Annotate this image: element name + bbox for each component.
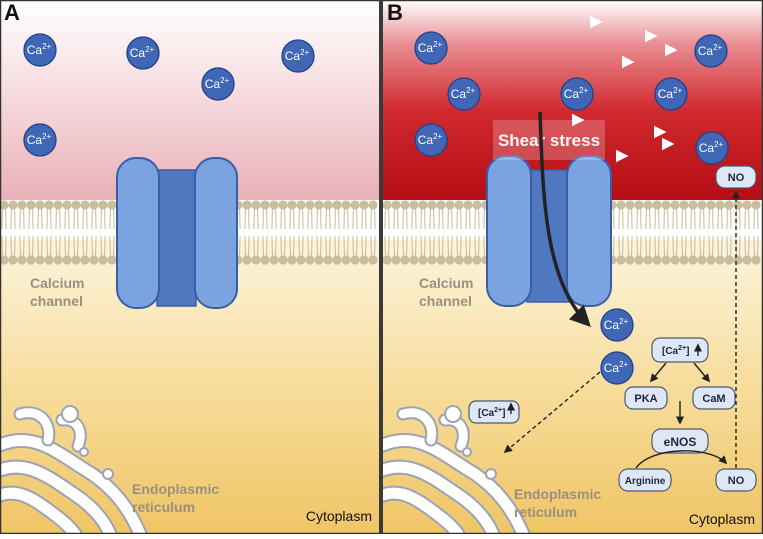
calcium-ion: Ca2+ bbox=[415, 32, 447, 64]
panel-divider bbox=[379, 0, 383, 534]
channel-subunit-left bbox=[487, 156, 531, 306]
svg-text:[Ca2+]: [Ca2+] bbox=[478, 407, 505, 419]
cytoplasm-label-a: Cytoplasm bbox=[306, 508, 372, 524]
calcium-ion: Ca2+ bbox=[24, 124, 56, 156]
cam-label: CaM bbox=[702, 393, 725, 405]
calcium-ion: Ca2+ bbox=[601, 309, 633, 341]
channel-subunit-right bbox=[567, 156, 611, 306]
calcium-ion: Ca2+ bbox=[695, 35, 727, 67]
calcium-ion: Ca2+ bbox=[448, 78, 480, 110]
arginine-label: Arginine bbox=[625, 476, 666, 487]
calcium-ion: Ca2+ bbox=[202, 68, 234, 100]
channel-subunit-left bbox=[117, 158, 159, 308]
er-calcium-level-node: [Ca2+] bbox=[469, 401, 519, 423]
calcium-ion: Ca2+ bbox=[601, 352, 633, 384]
calcium-channel-a bbox=[117, 158, 237, 308]
calcium-ion: Ca2+ bbox=[282, 40, 314, 72]
panel-b-letter: B bbox=[387, 0, 403, 25]
channel-pore bbox=[157, 170, 196, 306]
pka-label: PKA bbox=[634, 393, 657, 405]
calcium-ion: Ca2+ bbox=[561, 78, 593, 110]
svg-text:[Ca2+]: [Ca2+] bbox=[662, 345, 689, 357]
calcium-ion: Ca2+ bbox=[696, 132, 728, 164]
panel-b: Shear stress [Ca2+] bbox=[382, 0, 763, 534]
cytosolic-calcium-level-node: [Ca2+] bbox=[652, 338, 708, 362]
panel-a: Ca2+Ca2+Ca2+Ca2+Ca2+ Calcium channel End… bbox=[0, 0, 380, 534]
channel-subunit-right bbox=[195, 158, 237, 308]
no-released-label: NO bbox=[728, 172, 745, 184]
calcium-ion: Ca2+ bbox=[24, 34, 56, 66]
calcium-ion: Ca2+ bbox=[655, 78, 687, 110]
cytoplasm-label-b: Cytoplasm bbox=[689, 511, 755, 527]
shear-stress-label: Shear stress bbox=[498, 131, 600, 150]
no-product-label: NO bbox=[728, 475, 745, 487]
calcium-ion: Ca2+ bbox=[127, 37, 159, 69]
calcium-ion: Ca2+ bbox=[415, 124, 447, 156]
enos-label: eNOS bbox=[664, 435, 697, 449]
panel-a-letter: A bbox=[4, 0, 20, 25]
